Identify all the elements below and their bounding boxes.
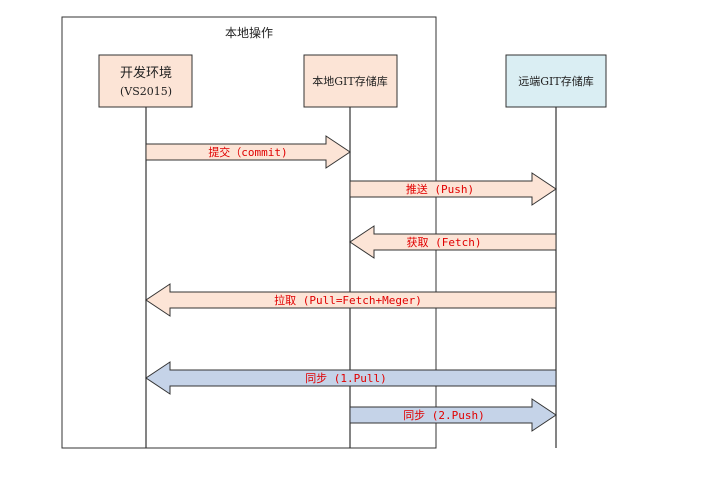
participant-dev: 开发环境 (VS2015) [98,54,193,108]
arrow-sync-pull [145,361,557,395]
arrow-sync-push-label: 同步 (2.Push) [403,409,485,422]
participant-dev-subtitle: (VS2015) [120,85,172,98]
arrow-push [349,172,557,206]
arrow-fetch [349,225,557,259]
participant-remote: 远端GIT存储库 [505,54,607,108]
arrow-commit-label: 提交（commit) [208,145,287,159]
participant-local-name: 本地GIT存储库 [312,74,387,88]
frame-label: 本地操作 [225,25,273,40]
participant-dev-name: 开发环境 [120,65,172,81]
arrow-commit [145,135,351,169]
arrow-sync-push [349,398,557,432]
participant-remote-box [505,54,607,108]
participant-local-box [303,54,398,108]
participant-local: 本地GIT存储库 [303,54,398,108]
participant-dev-box [98,54,193,108]
arrow-push-label: 推送 (Push) [406,182,474,196]
arrow-fetch-label: 获取 (Fetch) [407,236,482,249]
arrow-sync-pull-label: 同步 (1.Pull) [305,372,387,385]
arrow-pull [145,283,557,317]
participant-remote-name: 远端GIT存储库 [518,74,593,88]
local-operations-frame [61,16,437,449]
arrow-pull-label: 拉取 (Pull=Fetch+Meger) [274,293,422,307]
